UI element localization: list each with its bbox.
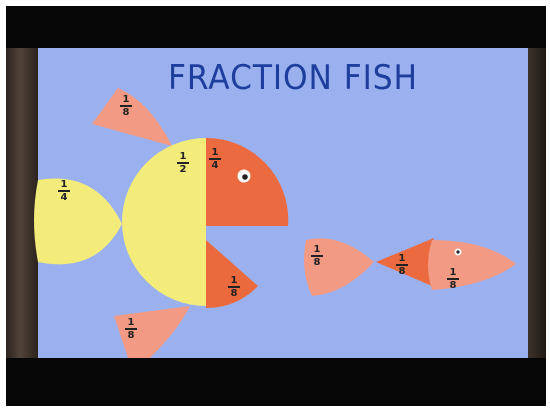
wooden-frame-right: [528, 48, 546, 358]
small-fish-body-right-eighth: [428, 240, 516, 290]
poster-title: FRACTION FISH: [168, 58, 419, 98]
small-fish-tail-eighth: [304, 238, 374, 296]
big-fish-pupil: [242, 174, 248, 180]
bottom-fin-eighth: [114, 306, 190, 358]
small-fish-body-left-eighth: [376, 238, 434, 286]
body-half-circle: [122, 138, 206, 306]
tail-quarter: [34, 178, 122, 265]
top-fin-eighth: [92, 88, 172, 146]
wooden-frame-left: [6, 48, 38, 358]
small-fish-pupil: [456, 250, 460, 254]
head-quarter: [206, 137, 289, 226]
jaw-eighth: [206, 240, 258, 309]
